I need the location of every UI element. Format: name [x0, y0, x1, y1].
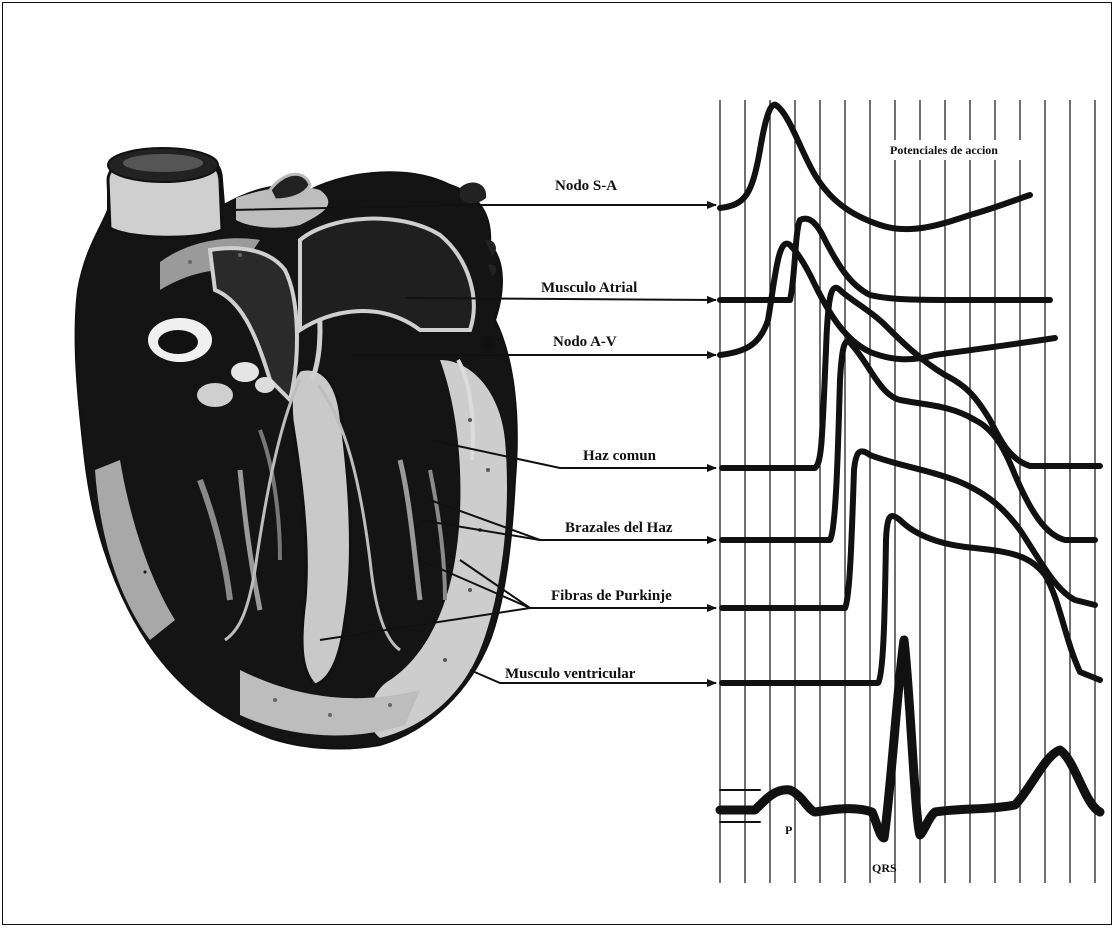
label-qrs: QRS	[872, 861, 897, 875]
trace-brazales	[722, 341, 1095, 540]
heart-illustration	[76, 148, 517, 749]
label-fibras-purkinje: Fibras de Purkinje	[551, 588, 672, 604]
label-nodo-sa: Nodo S-A	[555, 178, 617, 194]
action-potential-traces	[720, 105, 1100, 683]
label-nodo-av: Nodo A-V	[553, 334, 617, 350]
trace-haz-comun	[722, 288, 1100, 468]
trace-nodo-sa	[720, 105, 1030, 229]
label-musculo-ventricular: Musculo ventricular	[505, 666, 636, 682]
label-musculo-atrial: Musculo Atrial	[541, 280, 637, 296]
label-p-wave: P	[785, 823, 792, 837]
label-brazales-del-haz: Brazales del Haz	[565, 520, 673, 536]
structure-labels: Nodo S-A Musculo Atrial Nodo A-V Haz com…	[505, 178, 673, 682]
ecg-trace	[720, 640, 1100, 838]
ecg-line	[720, 640, 1100, 838]
label-haz-comun: Haz comun	[583, 448, 657, 464]
label-potenciales-de-accion: Potenciales de accion	[890, 143, 998, 157]
